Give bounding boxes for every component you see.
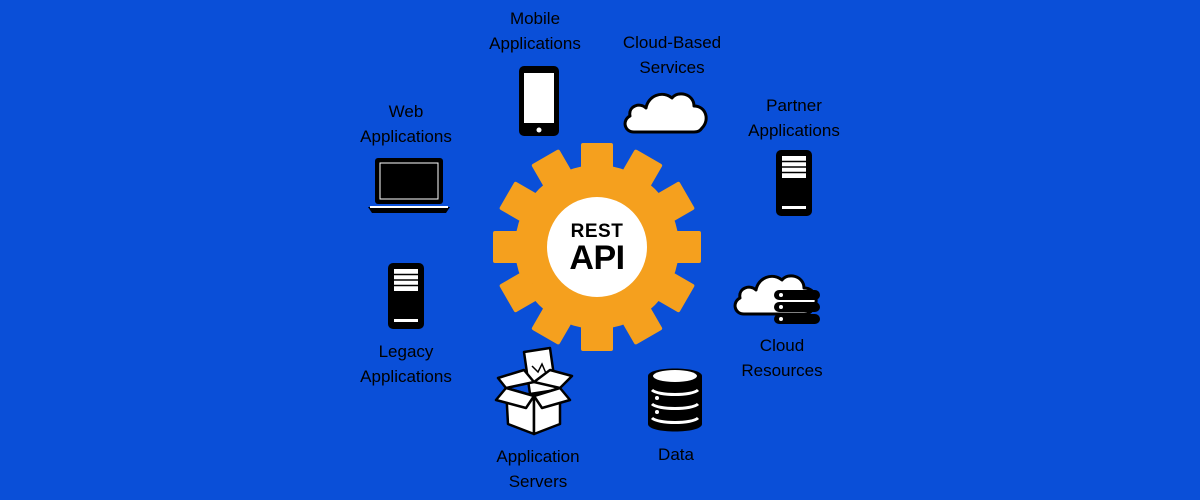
rest-api-gear: REST API xyxy=(487,137,707,357)
node-label-legacy: Legacy Applications xyxy=(360,342,452,386)
server-stack xyxy=(774,290,820,324)
node-label-mobile: Mobile Applications xyxy=(489,9,581,53)
server-tower-icon xyxy=(776,150,812,216)
server-tower-icon xyxy=(388,263,424,329)
node-label-web: Web Applications xyxy=(360,102,452,146)
node-label-partner: Partner Applications xyxy=(748,96,840,140)
laptop-icon xyxy=(368,158,450,213)
api-hub-label: REST API xyxy=(487,137,707,357)
api-hub xyxy=(547,197,647,297)
cloud-icon xyxy=(623,92,708,134)
hub-line-rest: REST xyxy=(570,220,624,242)
node-label-cloud-resources: Cloud Resources xyxy=(741,336,823,380)
hub-line-api: API xyxy=(569,238,625,277)
cloud-database-icon xyxy=(733,274,820,324)
node-label-app-servers: Application Servers xyxy=(496,447,580,491)
smartphone-icon xyxy=(519,66,559,136)
node-label-cloud-services: Cloud-Based Services xyxy=(622,33,722,77)
node-label-data: Data xyxy=(658,445,694,464)
gear-icon xyxy=(493,143,701,351)
open-box-icon xyxy=(494,346,574,436)
database-icon xyxy=(648,368,702,432)
